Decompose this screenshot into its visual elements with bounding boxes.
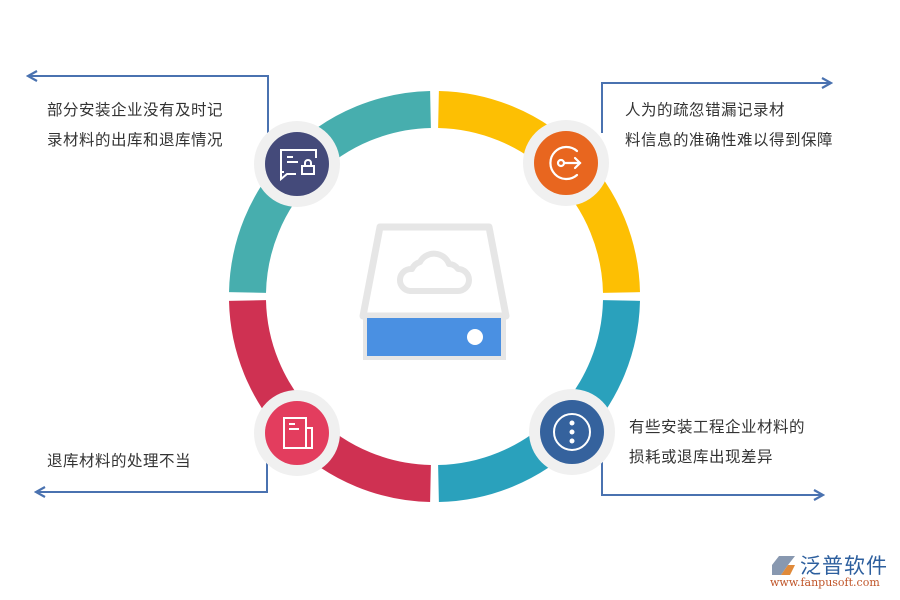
brand-logo: 泛普软件 www.fanpusoft.com (770, 552, 895, 597)
connector-top-left (29, 76, 269, 133)
label-line: 有些安装工程企业材料的 (629, 418, 806, 436)
badge-top-right (523, 120, 609, 206)
label-bottom-right: 有些安装工程企业材料的 损耗或退库出现差异 (629, 412, 805, 472)
label-top-right: 人为的疏忽错漏记录材 料信息的准确性难以得到保障 (625, 95, 833, 155)
logo-url: www.fanpusoft.com (770, 576, 880, 589)
label-bottom-left: 退库材料的处理不当 (47, 446, 191, 476)
exit-arrow-icon (549, 145, 582, 181)
label-line: 录材料的出库和退库情况 (47, 131, 224, 149)
label-line: 人为的疏忽错漏记录材 (625, 101, 786, 119)
chat-lock-icon (280, 149, 317, 182)
logo-title: 泛普软件 (800, 554, 888, 578)
more-vertical-icon (553, 413, 591, 451)
document-icon (283, 417, 313, 449)
label-line: 料信息的准确性难以得到保障 (625, 131, 834, 149)
label-line: 退库材料的处理不当 (47, 452, 192, 470)
connector-top-right (601, 83, 830, 133)
badge-bottom-left (254, 390, 340, 476)
connectors (29, 76, 830, 495)
badge-bottom-right (529, 389, 615, 475)
badge-top-left (254, 121, 340, 207)
label-line: 部分安装企业没有及时记 (47, 101, 224, 119)
connector-bottom-left (37, 462, 268, 492)
label-line: 损耗或退库出现差异 (629, 448, 774, 466)
connector-bottom-right (601, 462, 822, 495)
label-top-left: 部分安装企业没有及时记 录材料的出库和退库情况 (47, 95, 223, 155)
cloud-storage-drive-icon (359, 223, 510, 360)
fanpu-logo-icon (772, 556, 795, 575)
